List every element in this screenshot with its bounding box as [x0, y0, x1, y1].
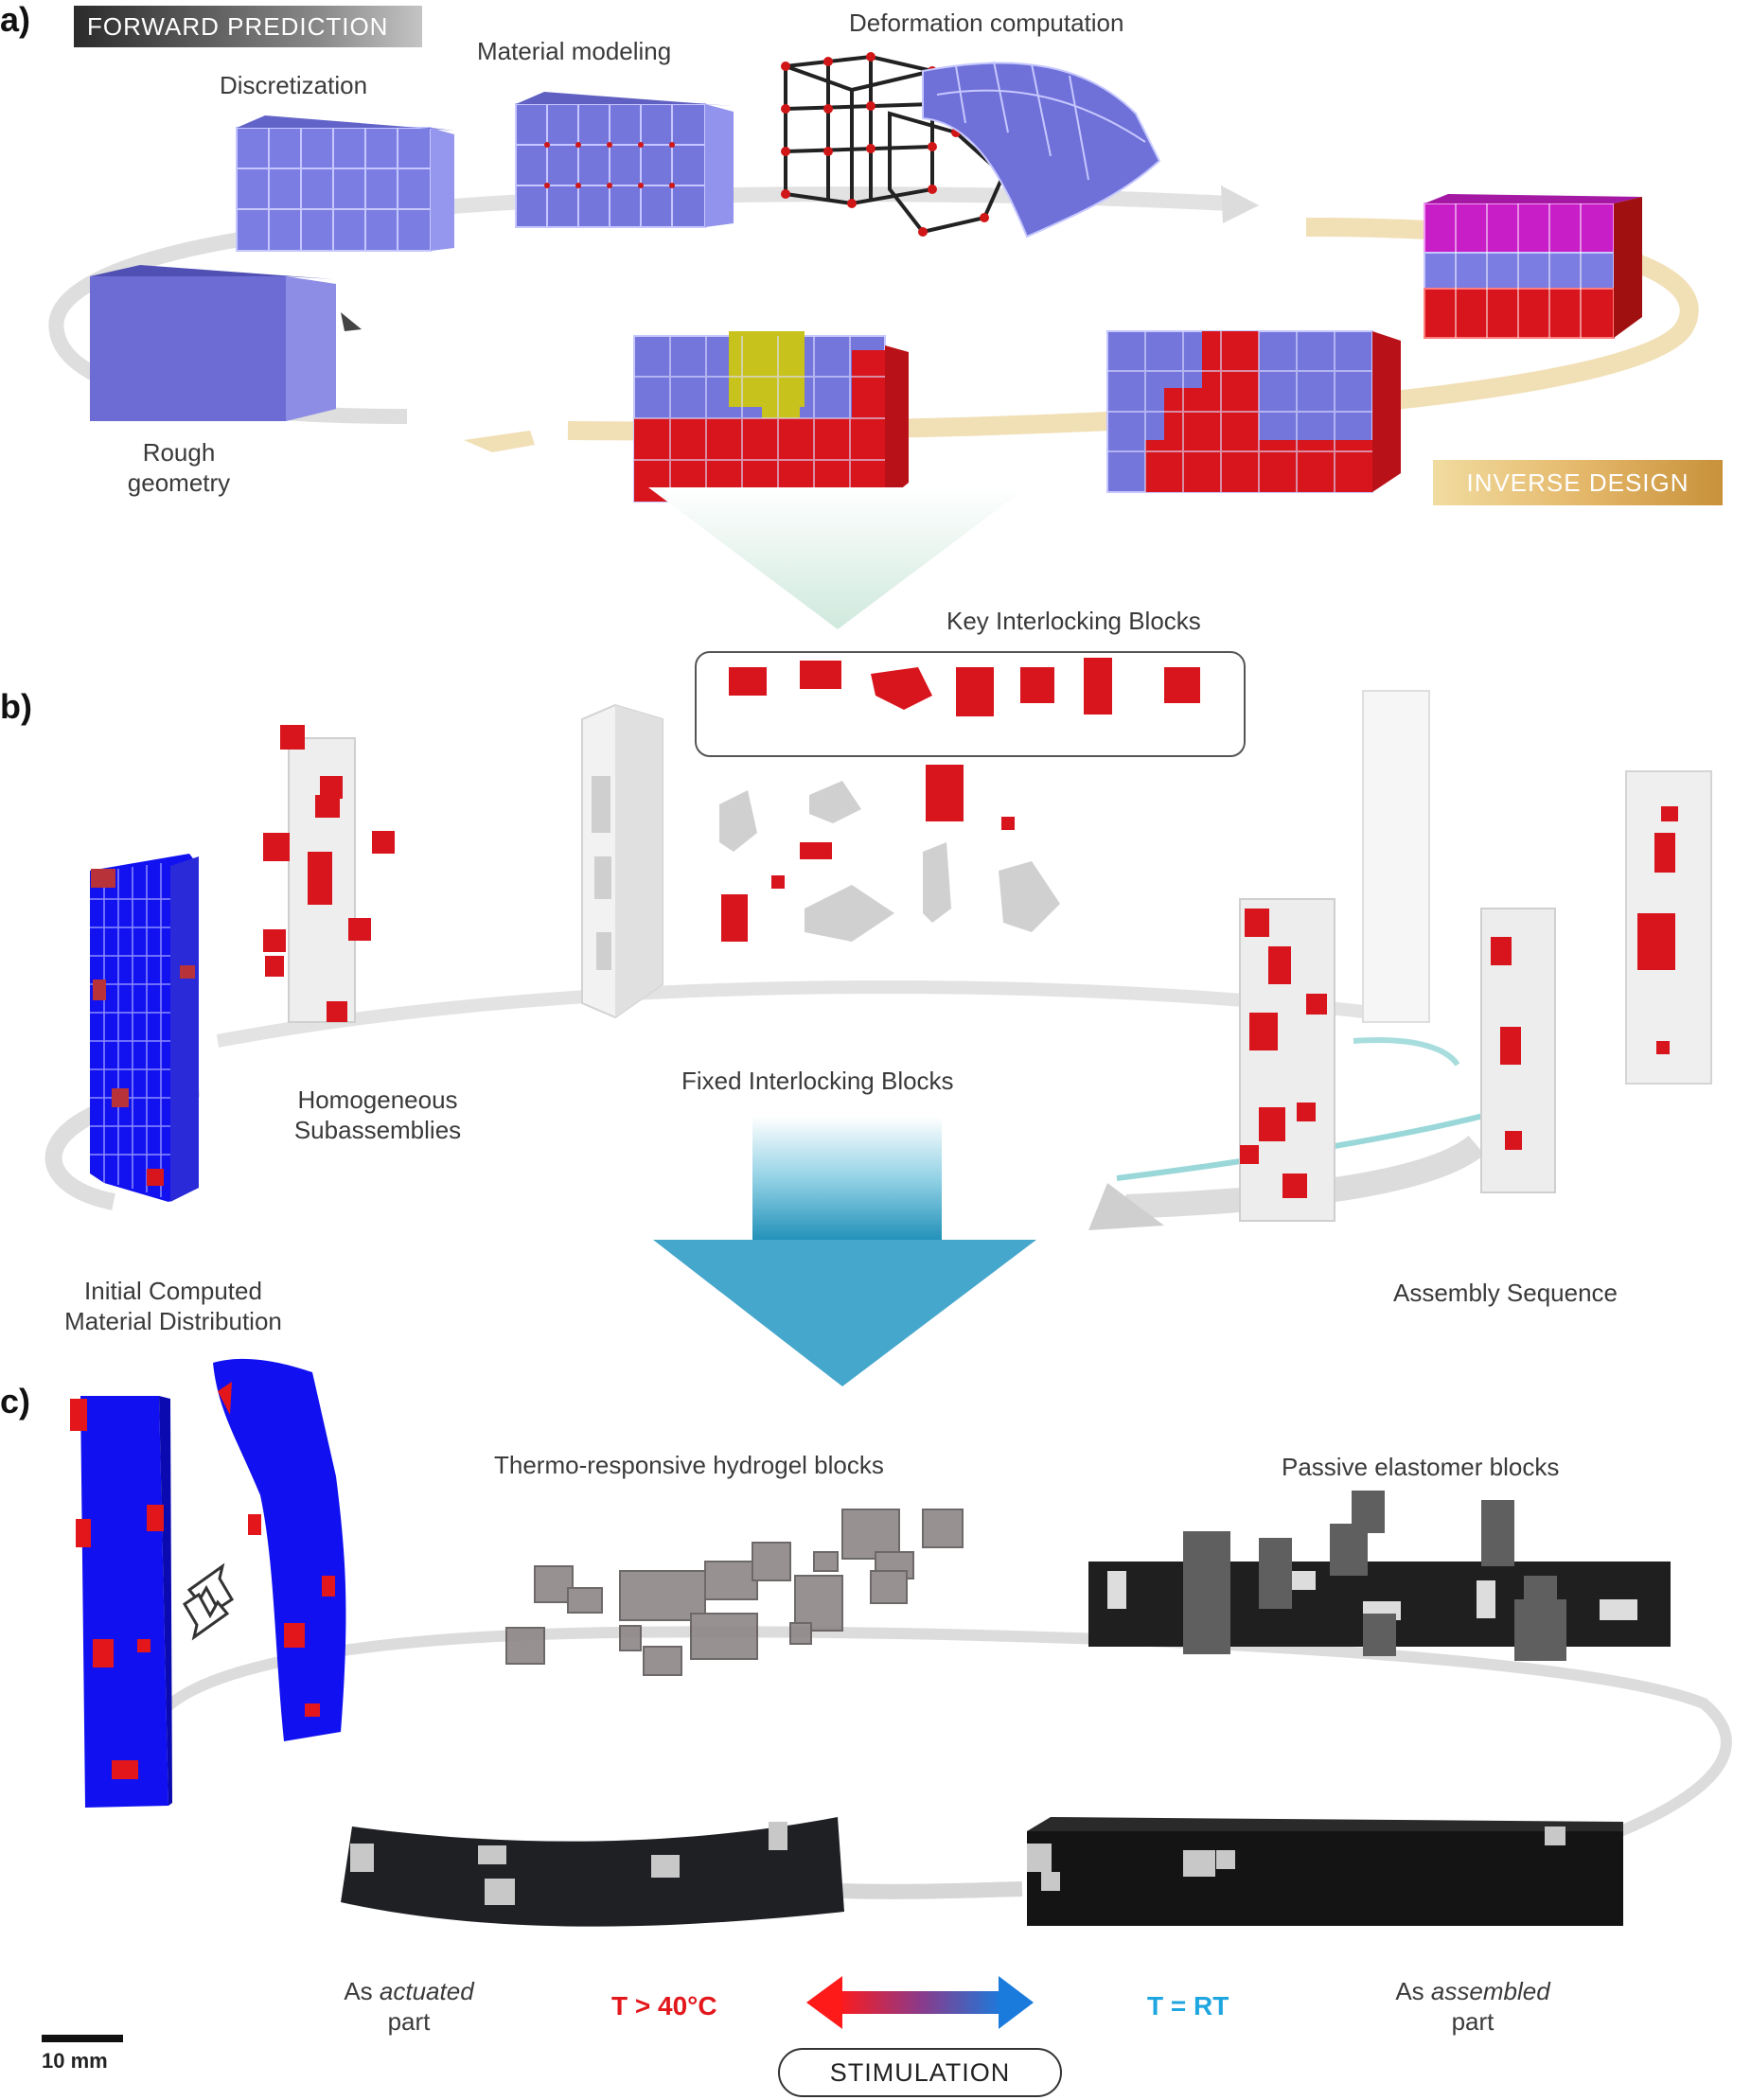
- stimulation-pill: STIMULATION: [778, 2048, 1062, 2097]
- discretization-label: Discretization: [220, 71, 368, 99]
- initial-distribution-line-1: Initial Computed: [84, 1277, 262, 1305]
- rough-geometry-line-2: geometry: [127, 468, 231, 497]
- actuated-suffix: part: [387, 2007, 431, 2036]
- down-arrow-icon: [653, 1117, 1036, 1386]
- hot-condition-label: T > 40°C: [611, 1991, 717, 2021]
- elastomer-blocks-label: Passive elastomer blocks: [1282, 1453, 1560, 1481]
- panel-label-a: a): [0, 0, 31, 39]
- scale-bar-label: 10 mm: [42, 2049, 108, 2073]
- cold-condition-label: T = RT: [1147, 1991, 1229, 2021]
- double-arrow-icon: [182, 1562, 235, 1641]
- homogeneous-subassembly: [263, 725, 395, 1023]
- panel-label-c: c): [0, 1382, 31, 1421]
- hydrogel-blocks-label: Thermo-responsive hydrogel blocks: [494, 1451, 884, 1479]
- key-block-row: [729, 658, 1200, 716]
- forward-prediction-badge: FORWARD PREDICTION: [74, 6, 422, 47]
- key-blocks-frame: [695, 651, 1246, 757]
- down-arrow-icon: [648, 487, 1027, 629]
- assembled-emph: assembled: [1430, 1977, 1550, 2005]
- fixed-interlocking-column: [581, 703, 663, 1019]
- scale-bar: [42, 2035, 123, 2042]
- inverse-block-left: [633, 331, 909, 503]
- fixed-blocks-label: Fixed Interlocking Blocks: [681, 1067, 954, 1095]
- assembly-sequence-label: Assembly Sequence: [1393, 1279, 1618, 1307]
- rough-geometry-box: [90, 265, 362, 421]
- rough-geometry-label: Rough geometry: [123, 437, 235, 498]
- stimulation-loop: [144, 1626, 1732, 1899]
- simulation-columns: [70, 1358, 346, 1808]
- key-blocks-label: Key Interlocking Blocks: [946, 607, 1201, 635]
- deformed-block: [922, 61, 1161, 238]
- homogeneous-line-1: Homogeneous: [297, 1085, 458, 1114]
- inverse-block-middle: [1106, 330, 1401, 493]
- actuated-part: [341, 1817, 844, 1927]
- panel-label-b: b): [0, 687, 32, 726]
- rough-geometry-line-1: Rough: [142, 438, 216, 467]
- deformation-computation-label: Deformation computation: [849, 9, 1124, 37]
- homogeneous-subassemblies-label: Homogeneous Subassemblies: [288, 1085, 468, 1145]
- forward-arrow-icon: [1221, 185, 1259, 223]
- inverse-design-badge: INVERSE DESIGN: [1433, 460, 1723, 505]
- assembled-prefix: As: [1395, 1977, 1431, 2005]
- material-modeling-box: [515, 92, 734, 228]
- assembled-suffix: part: [1451, 2007, 1495, 2036]
- assembled-part-label: As assembled part: [1380, 1976, 1565, 2037]
- discretization-box: [236, 115, 454, 252]
- actuated-part-label: As actuated part: [324, 1976, 494, 2037]
- material-modeling-label: Material modeling: [477, 37, 672, 65]
- assembly-columns: [1239, 690, 1712, 1222]
- hydrogel-block-cluster: [505, 1509, 964, 1676]
- homogeneous-line-2: Subassemblies: [293, 1116, 462, 1144]
- initial-distribution-column: [90, 854, 199, 1202]
- inverse-block-right: [1424, 194, 1642, 339]
- initial-distribution-line-2: Material Distribution: [64, 1307, 282, 1335]
- inverse-arrow-icon: [464, 431, 535, 452]
- scattered-blocks: [719, 765, 1060, 942]
- elastomer-part: [1088, 1491, 1671, 1661]
- actuated-emph: actuated: [379, 1977, 474, 2005]
- stimulation-arrow: [806, 1976, 1034, 2029]
- initial-distribution-label: Initial Computed Material Distribution: [55, 1276, 292, 1336]
- assembled-part: [1027, 1817, 1623, 1926]
- cursor-icon: [341, 312, 362, 331]
- actuated-prefix: As: [344, 1977, 380, 2005]
